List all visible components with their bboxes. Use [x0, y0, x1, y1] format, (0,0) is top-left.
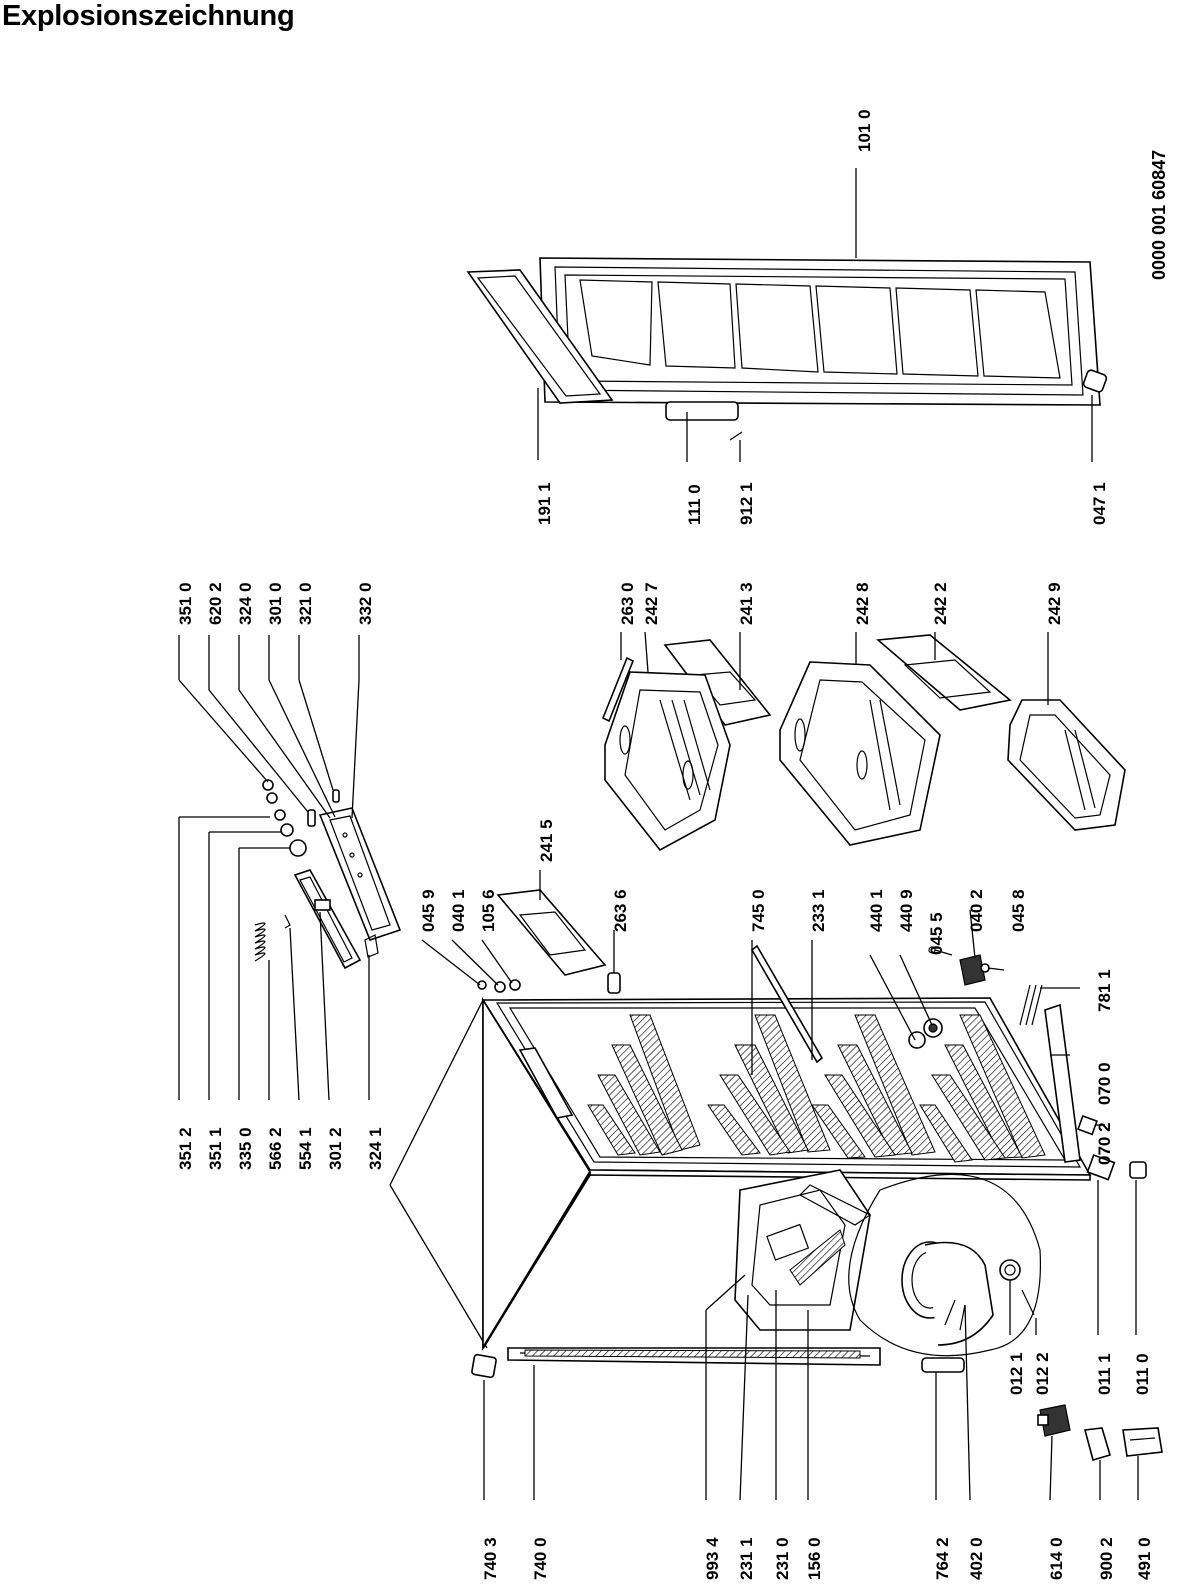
document-number: 0000 001 60847 — [1149, 150, 1169, 280]
part-label: 111 0 — [685, 484, 704, 525]
door-shelf — [735, 283, 819, 373]
part-label: 011 0 — [1133, 1353, 1152, 1395]
wire-shelf — [919, 1014, 1046, 1163]
wire-shelf — [707, 1014, 831, 1156]
base-rail — [1044, 1003, 1081, 1163]
drawer-lid-small — [496, 889, 607, 976]
part-label: 012 2 — [1033, 1352, 1052, 1395]
door-shelf — [815, 285, 898, 375]
part-label: 566 2 — [266, 1127, 285, 1170]
part-label: 301 0 — [266, 582, 285, 625]
control-housing — [318, 807, 402, 941]
wire-shelf — [811, 1014, 936, 1159]
part-label: 321 0 — [296, 582, 315, 625]
part-label: 040 2 — [967, 889, 986, 932]
part-label: 332 0 — [356, 582, 375, 625]
part-label: 242 7 — [642, 582, 661, 625]
part-label: 011 1 — [1095, 1353, 1114, 1395]
door-shelf — [975, 289, 1061, 379]
part-label: 620 2 — [206, 582, 225, 625]
part-label: 440 1 — [867, 889, 886, 932]
part-label: 745 0 — [749, 889, 768, 932]
cabinet-body — [481, 944, 1147, 1373]
cable-cover — [1122, 1427, 1163, 1457]
drawer-strip — [601, 656, 635, 723]
drawer-lid — [876, 634, 1012, 711]
overload-protector — [1083, 1427, 1111, 1461]
part-label: 070 0 — [1095, 1062, 1114, 1105]
capacitor — [921, 1357, 965, 1373]
door-shelf — [895, 287, 979, 377]
door-gasket — [466, 269, 614, 404]
part-label: 263 6 — [611, 889, 630, 932]
page-title: Explosionszeichnung — [2, 0, 295, 32]
part-label: 764 2 — [933, 1537, 952, 1580]
part-label: 351 2 — [176, 1127, 195, 1170]
part-label: 491 0 — [1135, 1537, 1154, 1580]
part-label: 045 5 — [927, 912, 946, 955]
part-label: 231 0 — [773, 1537, 792, 1580]
part-label: 241 5 — [537, 819, 556, 862]
part-label: 263 0 — [618, 582, 637, 625]
part-label: 614 0 — [1047, 1537, 1066, 1580]
part-label: 740 0 — [531, 1537, 550, 1580]
part-label: 045 8 — [1009, 889, 1028, 932]
rear-control-box — [734, 1169, 872, 1331]
spring — [254, 922, 266, 962]
light-housing — [293, 869, 362, 970]
part-label: 351 1 — [206, 1127, 225, 1170]
part-label: 440 9 — [897, 889, 916, 932]
hinge-cap — [1082, 369, 1108, 393]
door-shelf — [579, 279, 653, 366]
control-panel-parts — [254, 779, 402, 970]
part-label: 993 4 — [703, 1537, 722, 1580]
drawer-basket — [604, 671, 731, 852]
cable-bundle — [1019, 984, 1043, 1026]
part-label: 045 9 — [419, 889, 438, 932]
part-label: 324 0 — [236, 582, 255, 625]
door-handle — [665, 401, 739, 421]
part-label: 324 1 — [366, 1127, 385, 1170]
part-label: 191 1 — [535, 482, 554, 525]
wire-shelf — [587, 1014, 701, 1156]
rod — [750, 944, 824, 1064]
part-label: 241 3 — [737, 582, 756, 625]
part-label: 105 6 — [479, 889, 498, 932]
part-label: 156 0 — [805, 1537, 824, 1580]
door-screw — [729, 431, 743, 441]
part-label: 335 0 — [236, 1127, 255, 1170]
drawer-illustrations — [601, 634, 1126, 852]
door-illustration — [466, 257, 1108, 441]
drawer-basket — [1007, 699, 1126, 831]
hinge-parts — [477, 889, 621, 994]
part-label: 781 1 — [1095, 969, 1114, 1012]
part-label: 301 2 — [326, 1127, 345, 1170]
part-label: 900 2 — [1097, 1537, 1116, 1580]
part-label: 040 1 — [449, 889, 468, 932]
part-label: 047 1 — [1090, 482, 1109, 525]
door-shelf — [657, 281, 736, 369]
part-label: 740 3 — [481, 1537, 500, 1580]
relay — [1039, 1404, 1071, 1437]
part-label: 012 1 — [1007, 1352, 1026, 1395]
part-label: 242 2 — [931, 582, 950, 625]
drawer-basket — [779, 661, 941, 846]
part-label: 402 0 — [967, 1537, 986, 1580]
compressor-area — [848, 1173, 1042, 1357]
part-label: 242 9 — [1045, 582, 1064, 625]
part-label: 101 0 — [855, 109, 874, 152]
part-label: 242 8 — [853, 582, 872, 625]
part-label: 912 1 — [737, 482, 756, 525]
part-label: 231 1 — [737, 1537, 756, 1580]
part-label: 233 1 — [809, 889, 828, 932]
small-parts — [471, 1353, 1163, 1461]
part-label: 070 2 — [1095, 1122, 1114, 1165]
part-label: 554 1 — [296, 1127, 315, 1170]
part-label: 351 0 — [176, 582, 195, 625]
